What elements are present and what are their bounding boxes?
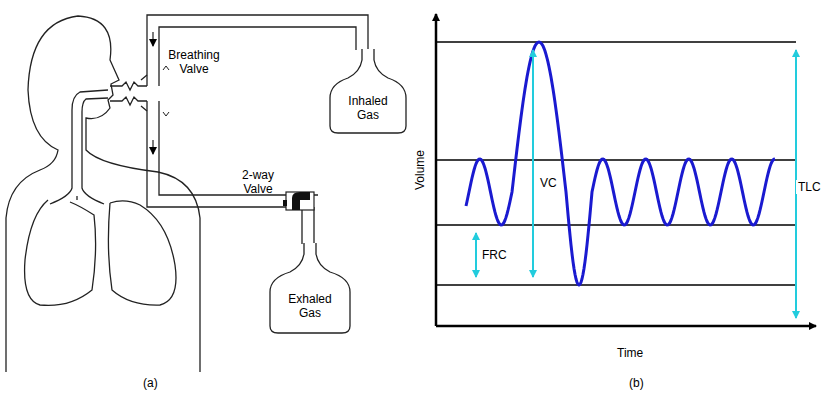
volume-arrow: [476, 50, 796, 318]
flow-arrow: [152, 32, 153, 154]
graph-axis: [436, 14, 816, 326]
volume-trace: [466, 42, 775, 285]
level-line: [436, 42, 796, 285]
gas-bottle: Exhaled Gas: [266, 242, 354, 334]
bottle-label: Exhaled Gas: [279, 292, 341, 320]
axis-label: Volume: [413, 150, 427, 190]
two-way-valve: [283, 192, 314, 210]
person-silhouette: [6, 15, 368, 372]
volume-label: VC: [538, 176, 559, 190]
panel-label: (b): [629, 376, 644, 390]
axis-label: Time: [617, 346, 643, 360]
valve-flap-mark: [163, 66, 169, 116]
bottle-label: Inhaled Gas: [338, 94, 398, 122]
volume-label: FRC: [480, 248, 509, 262]
gas-bottle-outline: [266, 242, 354, 334]
valve-label: Breathing Valve: [164, 48, 224, 76]
panel-label: (a): [143, 376, 158, 390]
volume-label: TLC: [796, 180, 823, 194]
valve-label: 2-way Valve: [229, 168, 287, 196]
gas-bottle: Inhaled Gas: [326, 48, 410, 134]
